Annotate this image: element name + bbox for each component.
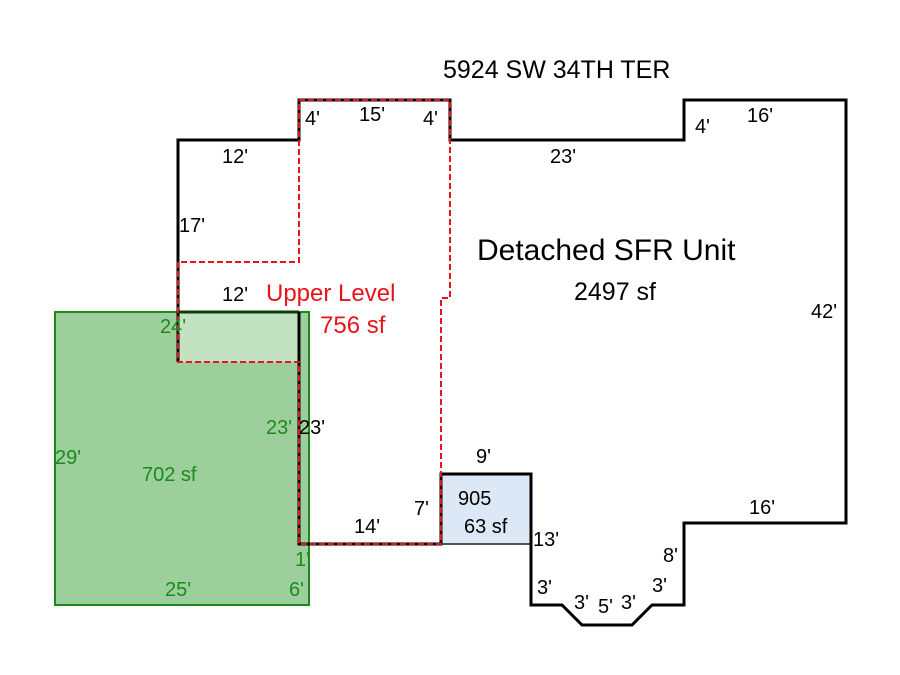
green-area-size: 702 sf <box>142 464 197 486</box>
dim-label-green: 29' <box>55 447 81 469</box>
dimension-labels: 4' 15' 4' 12' 23' 4' 16' 17' 12' 42' 23'… <box>55 104 837 618</box>
blue-area <box>441 474 531 544</box>
dim-label: 3' <box>652 575 667 597</box>
green-overlap-area <box>178 312 299 362</box>
dim-label: 12' <box>222 146 248 168</box>
dim-label-green: 1' <box>295 549 310 571</box>
address-title: 5924 SW 34TH TER <box>443 56 670 84</box>
dim-label-green: 24' <box>160 316 186 338</box>
dim-label-green: 25' <box>165 579 191 601</box>
dim-label: 12' <box>222 284 248 306</box>
dim-label: 14' <box>354 516 380 538</box>
dim-label: 9' <box>476 446 491 468</box>
dim-label: 17' <box>179 215 205 237</box>
dim-label: 7' <box>414 498 429 520</box>
dim-label: 16' <box>749 497 775 519</box>
dim-label-green: 6' <box>289 579 304 601</box>
dim-label: 4' <box>695 116 710 138</box>
blue-area-size: 63 sf <box>464 516 508 538</box>
dim-label: 23' <box>550 146 576 168</box>
upper-level-size: 756 sf <box>320 312 386 339</box>
upper-level-outline <box>177 99 451 545</box>
dim-label: 4' <box>423 108 438 130</box>
upper-level-label: Upper Level <box>266 280 395 307</box>
dim-label: 5' <box>598 596 613 618</box>
dim-label: 15' <box>359 104 385 126</box>
dim-label: 23' <box>299 417 325 439</box>
dim-label: 3' <box>621 592 636 614</box>
dim-label: 3' <box>574 592 589 614</box>
dim-label: 4' <box>305 108 320 130</box>
dim-label: 3' <box>537 577 552 599</box>
main-area-size: 2497 sf <box>574 278 656 306</box>
dim-label: 42' <box>811 301 837 323</box>
dim-label: 13' <box>533 529 559 551</box>
dim-label-green: 23' <box>266 417 292 439</box>
dim-label: 16' <box>747 105 773 127</box>
dim-label: 8' <box>663 545 678 567</box>
main-area-label: Detached SFR Unit <box>477 234 736 267</box>
blue-area-code: 905 <box>458 488 491 510</box>
